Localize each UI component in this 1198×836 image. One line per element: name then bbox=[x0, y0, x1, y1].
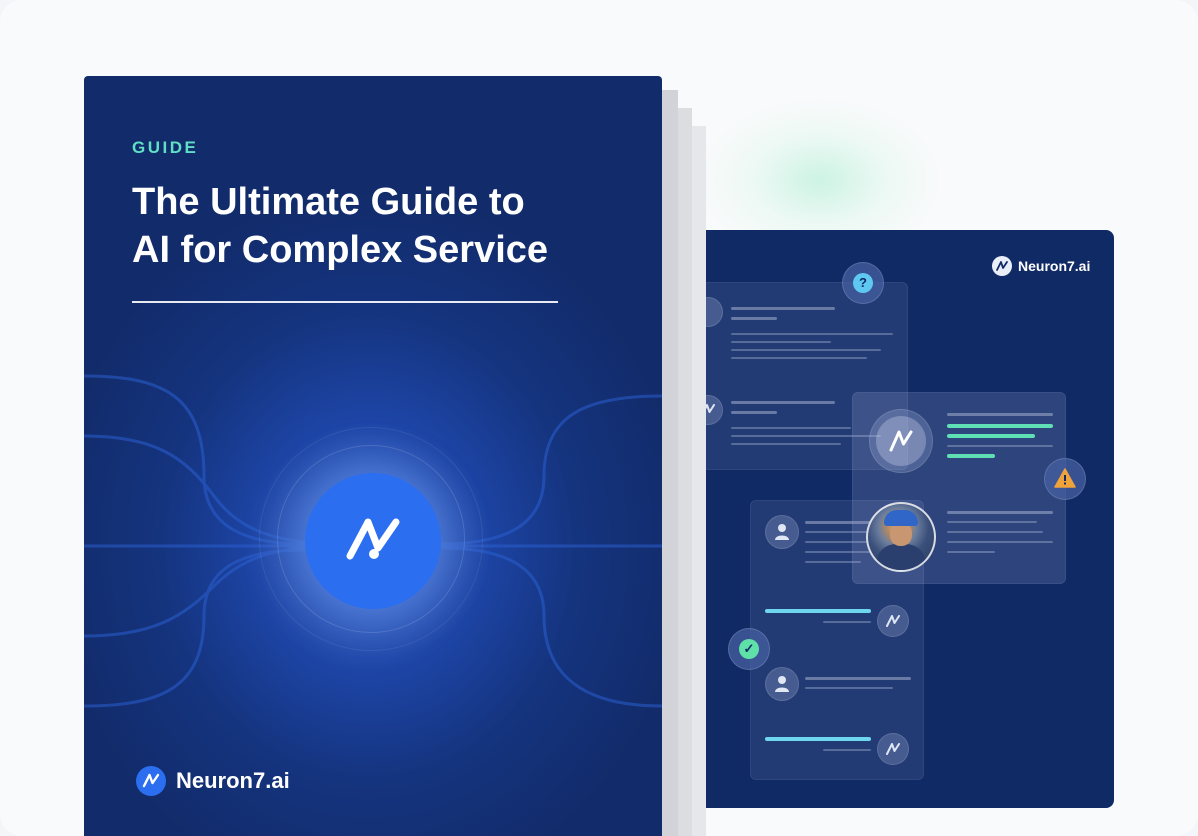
neuron7-logo-icon bbox=[877, 733, 909, 765]
page-edge bbox=[690, 126, 706, 836]
brand-name: Neuron7.ai bbox=[176, 768, 290, 793]
user-icon bbox=[765, 515, 799, 549]
technician-avatar bbox=[866, 502, 936, 572]
placeholder-line bbox=[805, 541, 901, 543]
placeholder-line bbox=[731, 401, 835, 404]
placeholder-line bbox=[731, 349, 881, 351]
guide-cover: GUIDE The Ultimate Guide to AI for Compl… bbox=[84, 76, 662, 836]
cover-title-line: AI for Complex Service bbox=[132, 229, 549, 271]
logo-ring bbox=[259, 427, 483, 651]
placeholder-line bbox=[947, 541, 1053, 543]
placeholder-line bbox=[805, 551, 875, 553]
placeholder-line bbox=[947, 531, 1043, 533]
page-edge bbox=[662, 90, 678, 836]
placeholder-line bbox=[731, 443, 841, 445]
user-icon bbox=[706, 297, 723, 327]
placeholder-line bbox=[765, 609, 871, 613]
placeholder-line bbox=[947, 551, 995, 553]
placeholder-line bbox=[731, 427, 851, 429]
chat-preview-panel: Neuron7.ai bbox=[706, 230, 1114, 808]
neuron7-logo-icon bbox=[869, 409, 933, 473]
cover-category-label: GUIDE bbox=[132, 138, 199, 157]
placeholder-line bbox=[823, 749, 871, 751]
placeholder-line bbox=[731, 341, 831, 343]
placeholder-line bbox=[731, 435, 881, 437]
cover-title: The Ultimate Guide to AI for Complex Ser… bbox=[132, 178, 612, 274]
neuron7-logo-icon bbox=[706, 395, 723, 425]
logo-ring bbox=[277, 445, 465, 633]
network-lines-decoration bbox=[84, 374, 662, 708]
highlight-line bbox=[947, 434, 1035, 438]
placeholder-line bbox=[805, 531, 885, 533]
question-icon: ? bbox=[842, 262, 884, 304]
placeholder-line bbox=[947, 445, 1053, 447]
neuron7-logo-icon bbox=[877, 605, 909, 637]
user-icon bbox=[765, 667, 799, 701]
placeholder-line bbox=[731, 411, 777, 414]
placeholder-line bbox=[765, 737, 871, 741]
neuron7-logo-icon bbox=[136, 766, 166, 796]
placeholder-line bbox=[731, 357, 867, 359]
highlight-line bbox=[947, 424, 1053, 428]
title-divider bbox=[132, 301, 558, 303]
placeholder-line bbox=[731, 333, 893, 335]
placeholder-line bbox=[947, 511, 1053, 514]
panel-brand: Neuron7.ai bbox=[992, 256, 1090, 276]
neuron7-logo-icon bbox=[305, 473, 441, 609]
placeholder-line bbox=[805, 677, 911, 680]
placeholder-line bbox=[947, 521, 1037, 523]
placeholder-line bbox=[731, 317, 777, 320]
placeholder-line bbox=[805, 561, 861, 563]
placeholder-line bbox=[805, 521, 905, 524]
check-icon: ✓ bbox=[728, 628, 770, 670]
highlight-line bbox=[947, 454, 995, 458]
placeholder-line bbox=[731, 307, 835, 310]
cover-brand: Neuron7.ai bbox=[136, 766, 290, 796]
cover-title-line: The Ultimate Guide to bbox=[132, 181, 525, 223]
warning-icon bbox=[1044, 458, 1086, 500]
placeholder-line bbox=[947, 413, 1053, 416]
brand-name: Neuron7.ai bbox=[1018, 258, 1091, 274]
placeholder-line bbox=[805, 687, 893, 689]
neuron7-logo-icon bbox=[992, 256, 1012, 276]
page-edge bbox=[676, 108, 692, 836]
placeholder-line bbox=[823, 621, 871, 623]
